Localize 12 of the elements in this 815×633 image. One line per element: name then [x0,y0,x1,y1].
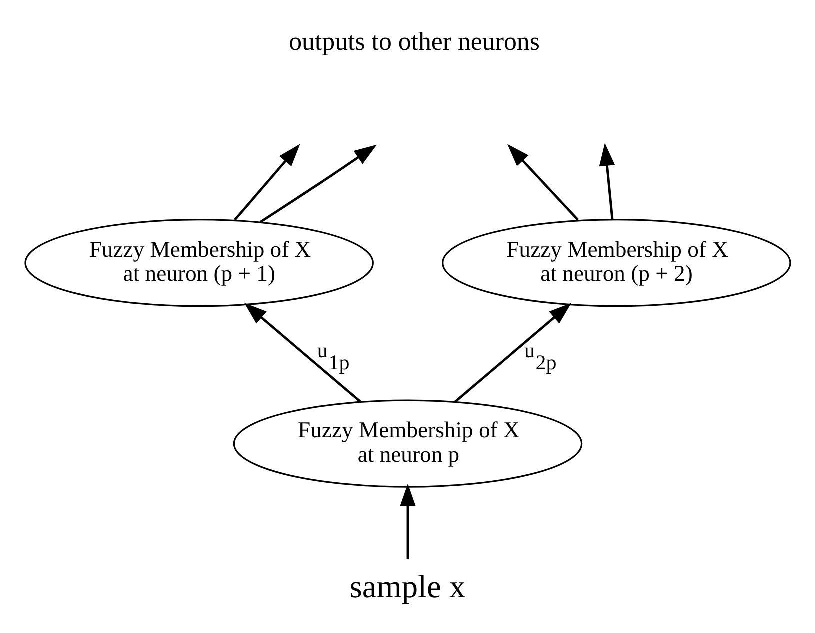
arrow [259,144,376,224]
arrow [598,143,615,220]
arrow [507,144,579,221]
label: outputs to other neurons [288,26,540,56]
arrow [244,303,361,403]
node-text: sample x [349,568,466,604]
arrow [234,144,300,221]
arrow [454,303,572,403]
arrow [400,484,416,560]
node-ellipse: Fuzzy Membership of X at neuron (p + 2) [442,219,791,308]
node-ellipse: Fuzzy Membership of X at neuron p [232,400,582,488]
node-ellipse: Fuzzy Membership of X at neuron (p + 1) [24,219,374,308]
